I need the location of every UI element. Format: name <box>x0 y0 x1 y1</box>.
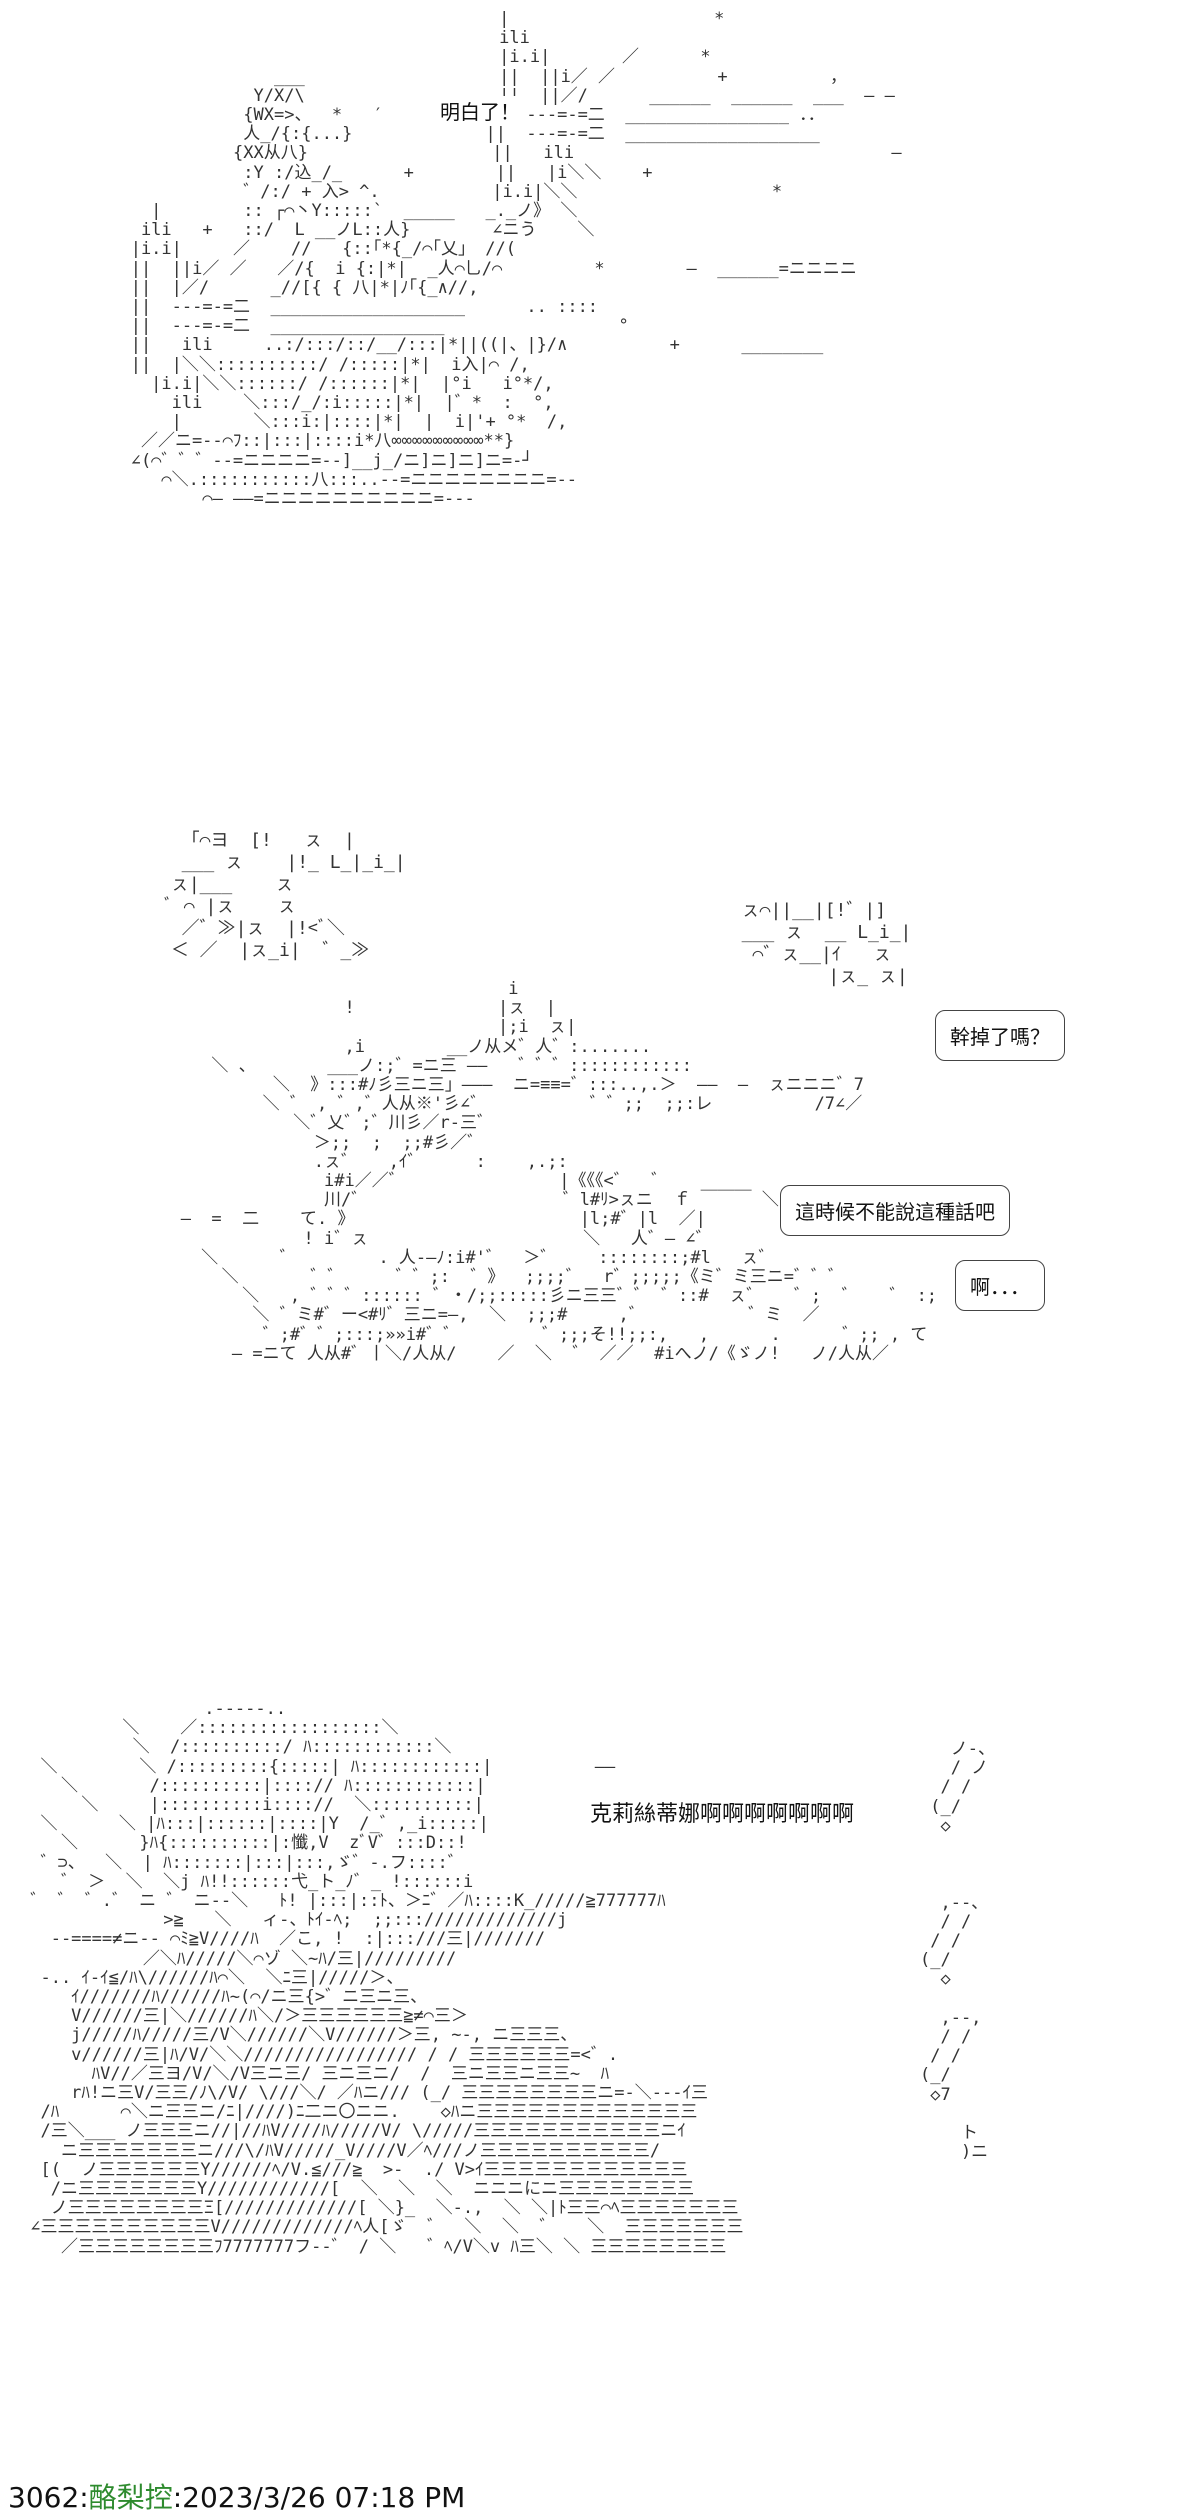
post-footer: 3062:酪梨控:2023/3/26 07:18 PM <box>8 2476 465 2516</box>
bubble-ah: 啊．．． <box>955 1260 1045 1311</box>
panel-3: .-----.. ＼ ／::::::::::::::::::＼ ＼ /:::::… <box>0 1699 1200 2440</box>
username-link[interactable]: 酪梨控 <box>88 2481 173 2514</box>
speech-understood: 明白了！ <box>440 96 520 125</box>
post-timestamp: :2023/3/26 07:18 PM <box>172 2481 466 2514</box>
ascii-art-panel-3: .-----.. ＼ ／::::::::::::::::::＼ ＼ /:::::… <box>30 1699 744 2257</box>
footer-separator: : <box>79 2481 89 2514</box>
ascii-art-panel-3-right: ノ-、 / ノ / / (_/ ◇ ,--、 / / / / (_/ ◇ ,--… <box>920 1739 995 2163</box>
ascii-art-panel-2: i ! |ㇲ | |;i ㇲ| ,i __ノ从メ゛人゛:....... ＼ 、 … <box>180 979 975 1364</box>
sfx-right: ㇲ⌒||__|[!゛|] ___ ㇲ __ L_i_| ⌒゛ㇲ__|ｲ ㇲ |ㇲ… <box>741 900 912 987</box>
sfx-left: 「⌒ヨ [! ㇲ | ___ ㇲ |!_ L_|_i_| ㇲ|___ ㇲ ﾞ ⌒… <box>160 830 406 961</box>
bubble-did-we-get-him: 幹掉了嗎？ <box>935 1010 1065 1061</box>
floor-number: 3062 <box>8 2481 80 2514</box>
shout-christina: 克莉絲蒂娜啊啊啊啊啊啊啊 <box>590 1796 855 1828</box>
ascii-art-panel-1: | * ili |i.i| ／ * ___ || ||i／ ／ + ， <box>130 9 902 510</box>
bubble-dont-say-that: 這時候不能說這種話吧 <box>780 1185 1010 1236</box>
panel-2: 「⌒ヨ [! ㇲ | ___ ㇲ |!_ L_|_i_| ㇲ|___ ㇲ ﾞ ⌒… <box>0 830 1200 1550</box>
panel-1: | * ili |i.i| ／ * ___ || ||i／ ／ + ， <box>0 0 1200 700</box>
